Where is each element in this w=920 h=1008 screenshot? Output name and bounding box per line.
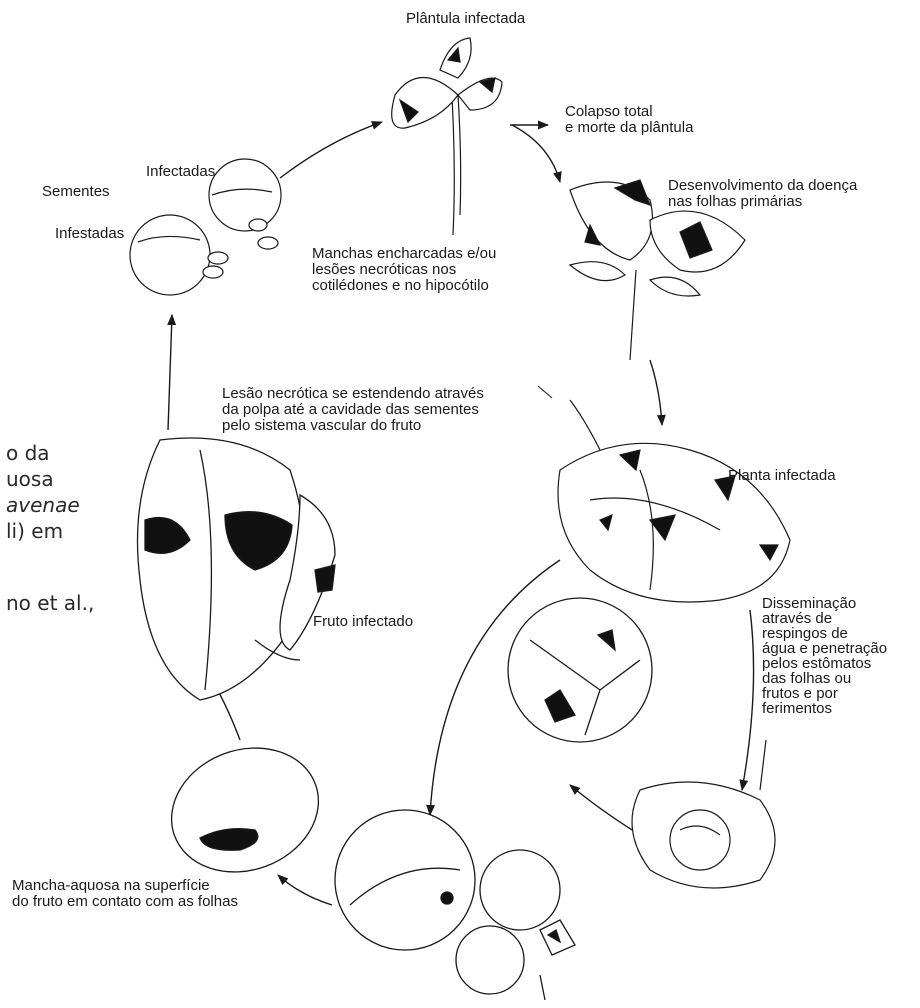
caption-fragment: avenae bbox=[6, 492, 80, 518]
pointer-line bbox=[538, 386, 552, 398]
label-infectadas: Infectadas bbox=[146, 164, 215, 179]
label-mancha-aquosa-2: do fruto em contato com as folhas bbox=[12, 894, 238, 909]
label-manchas-2: lesões necróticas nos bbox=[312, 262, 456, 277]
label-disseminacao-2: através de bbox=[762, 611, 832, 626]
arrow-icon bbox=[742, 610, 754, 790]
label-infestadas: Infestadas bbox=[55, 226, 124, 241]
label-manchas: Manchas encharcadas e/ou bbox=[312, 246, 496, 261]
sliced-melon-icon bbox=[138, 438, 336, 700]
label-lesao-3: pelo sistema vascular do fruto bbox=[222, 418, 421, 433]
arrow-icon bbox=[512, 125, 560, 182]
plant-icon bbox=[558, 400, 790, 602]
leaf-closeup-icon bbox=[508, 598, 652, 742]
plant-icon bbox=[632, 740, 775, 888]
label-manchas-3: cotilédones e no hipocótilo bbox=[312, 278, 489, 293]
arrow-icon bbox=[570, 785, 640, 835]
arrow-icon bbox=[650, 360, 662, 425]
label-mancha-aquosa: Mancha-aquosa na superfície bbox=[12, 878, 210, 893]
caption-fragment: li) em bbox=[6, 518, 63, 544]
label-fruto-infectado: Fruto infectado bbox=[313, 614, 413, 629]
arrow-icon bbox=[168, 315, 172, 430]
label-lesao: Lesão necrótica se estendendo através bbox=[222, 386, 484, 401]
label-disseminacao: Disseminação bbox=[762, 596, 856, 611]
melon-fruit-icon bbox=[154, 728, 336, 892]
label-sementes: Sementes bbox=[42, 184, 110, 199]
label-disseminacao-7: frutos e por bbox=[762, 686, 838, 701]
label-disseminacao-6: das folhas ou bbox=[762, 671, 851, 686]
arrow-icon bbox=[280, 122, 382, 178]
label-lesao-2: da polpa até a cavidade das sementes bbox=[222, 402, 479, 417]
label-disseminacao-5: pelos estômatos bbox=[762, 656, 871, 671]
caption-fragment: o da bbox=[6, 440, 50, 466]
label-colapso-2: e morte da plântula bbox=[565, 120, 693, 135]
label-disseminacao-3: respingos de bbox=[762, 626, 848, 641]
arrow-icon bbox=[278, 875, 332, 905]
melon-fruit-icon bbox=[335, 810, 575, 1000]
label-disseminacao-4: água e penetração bbox=[762, 641, 887, 656]
label-planta-infectada: Planta infectada bbox=[728, 468, 836, 483]
label-desenvolvimento-2: nas folhas primárias bbox=[668, 194, 802, 209]
caption-fragment-italic: avenae bbox=[6, 493, 80, 517]
label-desenvolvimento: Desenvolvimento da doença bbox=[668, 178, 857, 193]
label-plantula-infectada: Plântula infectada bbox=[406, 11, 525, 26]
caption-fragment: no et al., bbox=[6, 590, 94, 616]
label-disseminacao-8: ferimentos bbox=[762, 701, 832, 716]
label-colapso: Colapso total bbox=[565, 104, 653, 119]
seedling-icon bbox=[392, 38, 502, 235]
caption-fragment: uosa bbox=[6, 466, 54, 492]
